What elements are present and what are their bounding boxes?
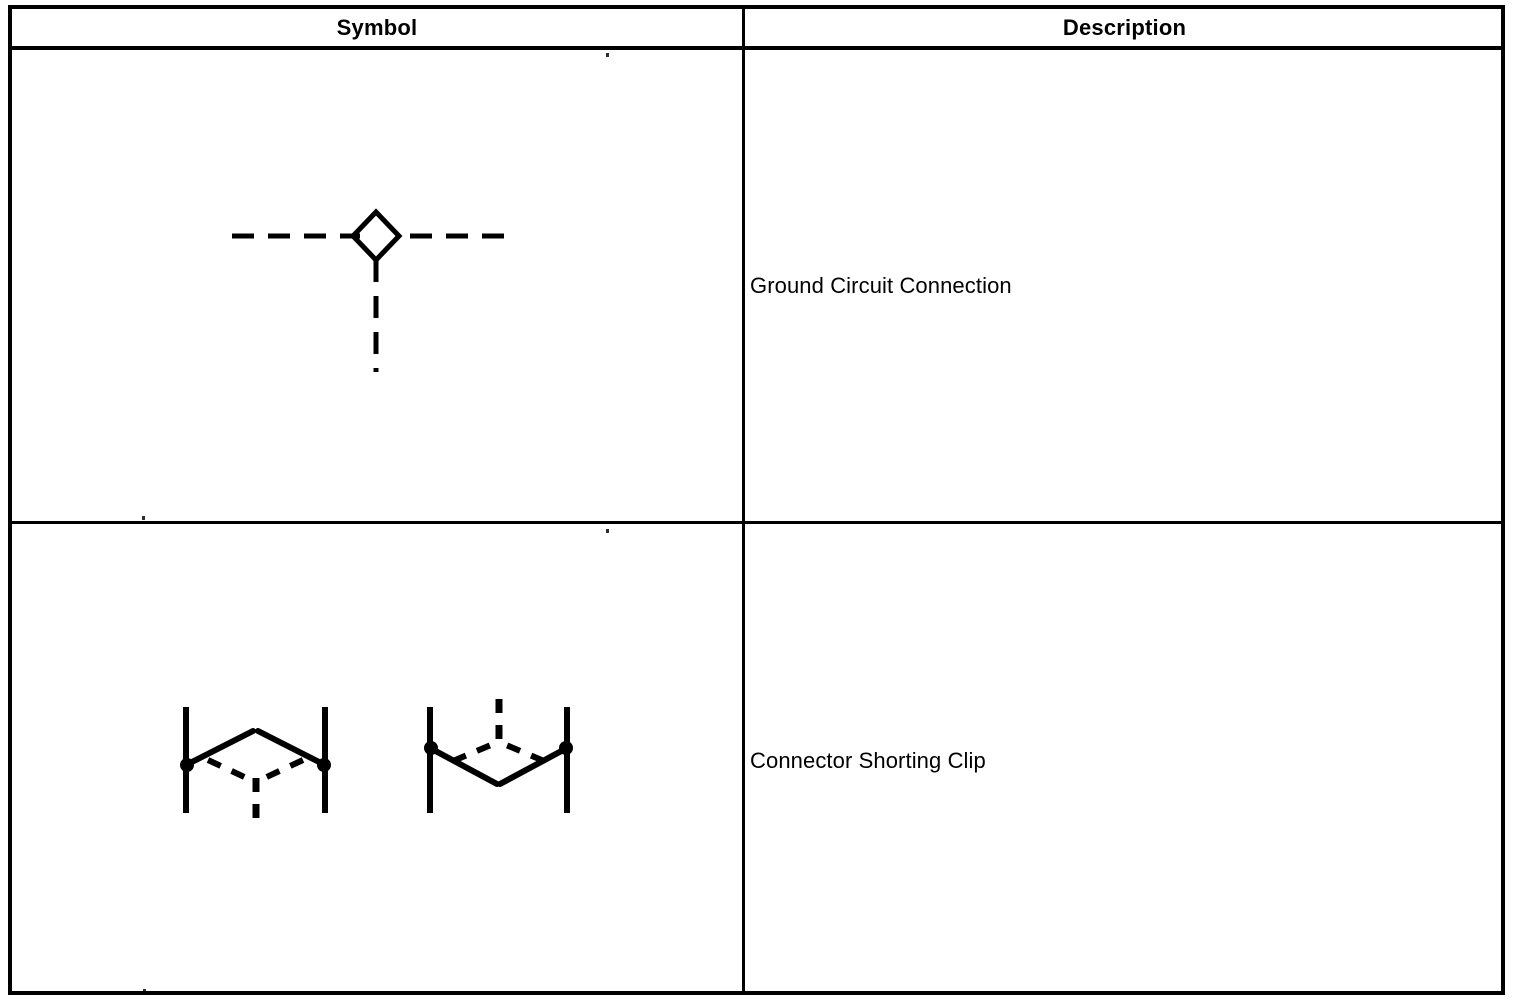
connector-shorting-clip-symbol [180, 696, 573, 825]
legend-table [8, 5, 1505, 995]
ground-circuit-connection-symbol [232, 208, 518, 372]
clip-b-left-node [424, 741, 438, 755]
shorting-clip-apex-down [424, 696, 573, 813]
clip-a-dashed-left [206, 757, 255, 784]
scan-speck [606, 529, 609, 533]
clip-a-right-node [317, 758, 331, 772]
clip-b-right-arm [497, 745, 570, 787]
diamond-outline [349, 208, 403, 264]
description-ground-circuit-connection: Ground Circuit Connection [750, 273, 1012, 298]
column-header-description: Description [1062, 15, 1187, 40]
description-connector-shorting-clip: Connector Shorting Clip [750, 748, 986, 773]
clip-a-left-node [180, 758, 194, 772]
clip-a-right-arm [255, 728, 328, 768]
clip-b-dashed-left [451, 739, 500, 764]
symbol-cell-ground-circuit-connection [10, 50, 740, 520]
column-header-symbol: Symbol [336, 15, 418, 40]
scan-speck [142, 516, 145, 520]
clip-b-dashed-right [497, 739, 546, 764]
column-divider-rule [742, 5, 745, 995]
scan-speck [606, 53, 609, 57]
header-bottom-rule [8, 46, 1505, 50]
clip-b-left-arm [427, 745, 500, 787]
clip-a-left-arm [183, 728, 256, 768]
clip-a-dashed-right [256, 757, 305, 784]
shorting-clip-apex-up [180, 707, 331, 825]
clip-b-right-node [559, 741, 573, 755]
scan-speck [143, 989, 146, 993]
row-divider-rule [8, 521, 1505, 524]
symbol-cell-connector-shorting-clip [10, 526, 740, 994]
